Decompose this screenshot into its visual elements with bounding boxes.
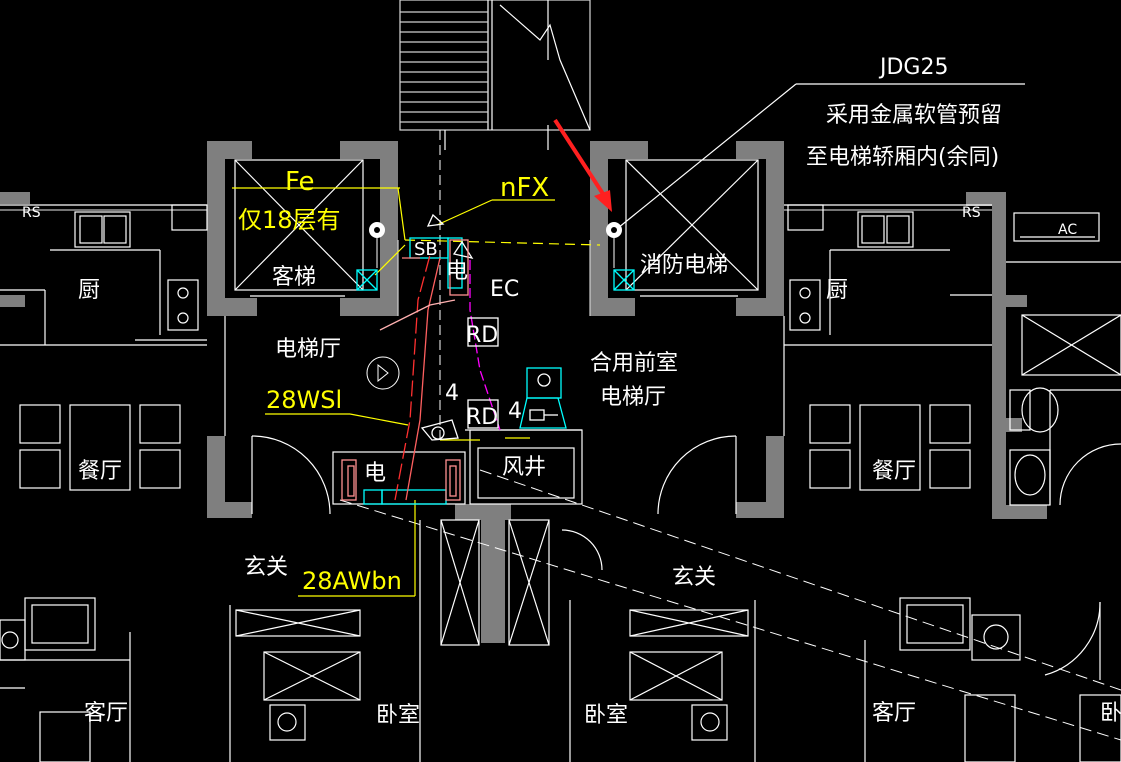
label-dining-right: 餐厅	[872, 459, 916, 484]
label-lift-hall: 电梯厅	[275, 337, 341, 362]
label-kitchen-right: 厨	[826, 278, 848, 303]
label-bedroom-2: 卧室	[584, 703, 628, 728]
callout-note-line2: 至电梯轿厢内(余同)	[806, 145, 999, 170]
label-living-left: 客厅	[84, 701, 128, 726]
label-shared-lobby-line1: 合用前室	[590, 351, 678, 376]
label-ec: EC	[490, 277, 519, 302]
stair-treads	[400, 11, 488, 123]
label-fire-lift: 消防电梯	[640, 253, 728, 278]
label-kitchen-left: 厨	[78, 278, 100, 303]
label-nfx: nFX	[500, 173, 549, 203]
label-rs-right: RS	[962, 205, 981, 221]
label-bedroom-3: 卧	[1100, 701, 1121, 726]
label-only-18-floor: 仅18层有	[238, 206, 341, 234]
label-sb: SB	[414, 239, 438, 260]
label-electric-shaft: 电	[446, 259, 468, 284]
label-rd-1: RD	[466, 323, 498, 348]
callout-leader	[617, 83, 1025, 229]
label-four-2: 4	[508, 399, 522, 424]
callout-code: JDG25	[878, 55, 948, 80]
label-living-right: 客厅	[872, 701, 916, 726]
light-fixtures	[366, 222, 622, 390]
label-rd-2: RD	[466, 405, 498, 430]
label-foyer-right: 玄关	[672, 565, 716, 590]
label-air-shaft: 风井	[502, 455, 546, 480]
label-foyer-left: 玄关	[244, 555, 288, 580]
label-28wsl: 28WSl	[266, 386, 342, 414]
label-28awbn: 28AWbn	[302, 567, 402, 595]
text-labels: JDG25 采用金属软管预留 至电梯轿厢内(余同) Fe 仅18层有 nFX 客…	[22, 55, 1121, 728]
red-pointer-arrow	[553, 118, 612, 212]
label-rs-left: RS	[22, 205, 41, 221]
structural-walls	[0, 141, 1047, 643]
label-shared-lobby-line2: 电梯厅	[600, 385, 666, 410]
label-fe: Fe	[285, 167, 315, 197]
label-ac: AC	[1058, 222, 1077, 238]
label-four-1: 4	[445, 381, 459, 406]
callout-note-line1: 采用金属软管预留	[826, 103, 1002, 128]
label-passenger-lift: 客梯	[272, 265, 316, 290]
label-electric-room: 电	[364, 461, 386, 486]
label-bedroom-1: 卧室	[376, 703, 420, 728]
label-dining-left: 餐厅	[78, 459, 122, 484]
dashed-lines	[339, 130, 1121, 741]
annotation-lines	[232, 187, 601, 597]
wiring-lines	[341, 239, 501, 501]
